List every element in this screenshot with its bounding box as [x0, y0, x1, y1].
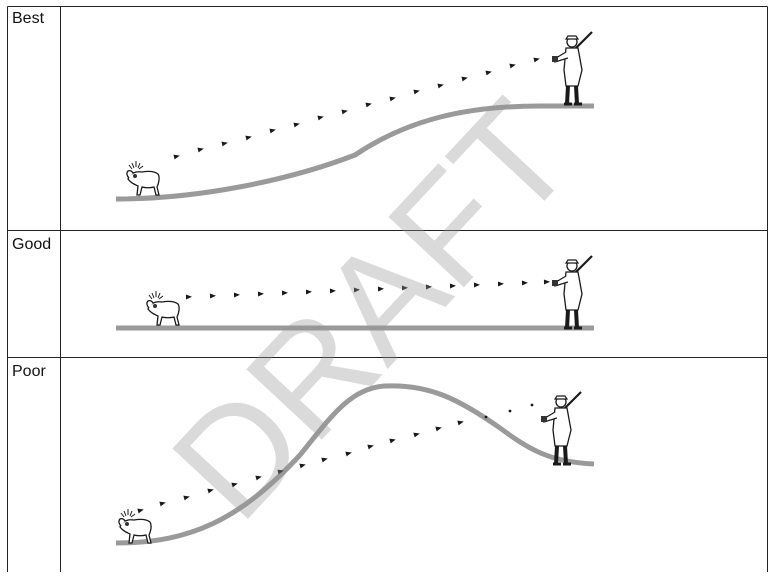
row-label-best: Best	[12, 10, 45, 27]
table-grid	[7, 6, 768, 572]
good-hunter-icon	[550, 254, 594, 330]
good-dog-icon	[146, 290, 180, 326]
best-terrain	[115, 103, 594, 202]
row-label-poor: Poor	[12, 363, 46, 380]
poor-illustration	[115, 383, 595, 546]
good-illustration	[116, 254, 594, 331]
best-illustration	[115, 30, 594, 202]
poor-signal-path	[137, 403, 534, 514]
good-signal-path	[185, 279, 551, 300]
signal-quality-table: Best Good Poor	[7, 6, 768, 572]
best-dog-icon	[126, 160, 160, 196]
best-hunter-icon	[550, 30, 594, 106]
poor-dog-icon	[118, 508, 152, 544]
poor-terrain	[115, 383, 595, 546]
row-label-good: Good	[12, 236, 52, 253]
